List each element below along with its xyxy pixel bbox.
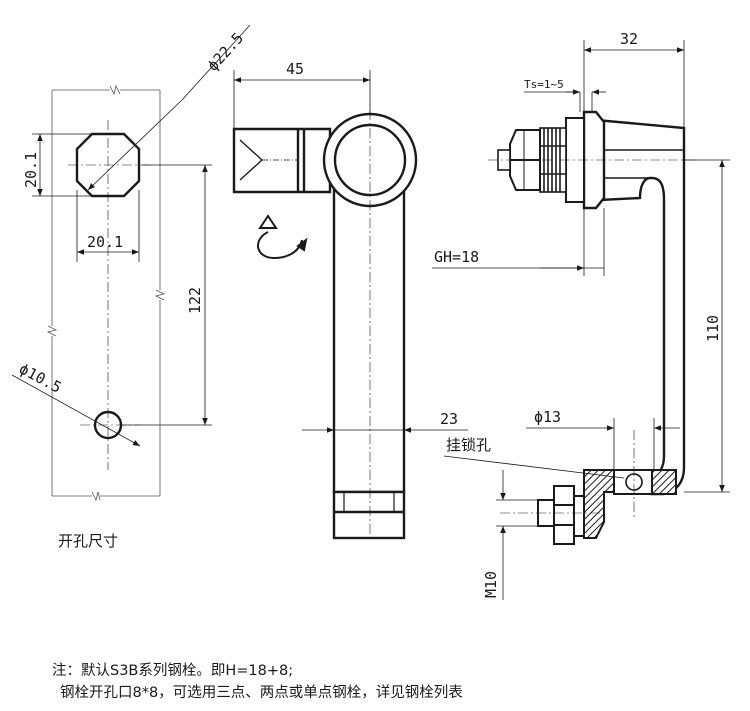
bolt-m10 — [537, 485, 585, 545]
cutout-caption: 开孔尺寸 — [58, 532, 118, 550]
dim-ts: Ts=1~5 — [524, 78, 564, 91]
front-view — [232, 70, 468, 540]
cutout-view — [11, 24, 251, 502]
dim-45-lines — [233, 70, 371, 129]
dim-gh-lines — [432, 208, 605, 276]
dim-dia-22-5: ϕ22.5 — [204, 29, 248, 75]
lock-bracket-end — [651, 469, 677, 495]
lock-head — [232, 127, 332, 194]
dim-110: 110 — [704, 315, 722, 342]
dim-110-lines — [684, 159, 730, 493]
dim-23: 23 — [440, 410, 458, 428]
dim-32: 32 — [620, 30, 638, 48]
dim-h-20-1: 20.1 — [22, 152, 40, 188]
dim-ts-lines — [524, 89, 606, 112]
dim-m10: M10 — [482, 571, 500, 598]
lock-hole-label: 挂锁孔 — [446, 436, 491, 454]
dim-dia-10-5: ϕ10.5 — [16, 360, 64, 397]
panel-strip — [46, 84, 166, 502]
lock-hole-leader — [443, 455, 625, 479]
dim-122-lines — [120, 164, 212, 426]
square-cutout — [75, 132, 141, 198]
dim-45: 45 — [286, 60, 304, 78]
centerlines — [68, 120, 150, 470]
dim-dia-22-5-lines — [87, 24, 251, 191]
dim-dia-13-lines — [526, 418, 680, 470]
dim-w-20-1-lines — [76, 190, 140, 262]
handle-profile — [594, 118, 686, 496]
notes: 注：默认S3B系列钢栓。即H=18+8; 钢栓开孔口8*8，可选用三点、两点或单… — [52, 660, 732, 704]
dim-32-lines — [583, 40, 685, 128]
note-line-1: 注：默认S3B系列钢栓。即H=18+8; — [52, 663, 294, 679]
rotate-arrow-icon — [257, 214, 308, 260]
dim-w-20-1: 20.1 — [87, 233, 123, 251]
dim-m10-lines — [496, 470, 538, 600]
dim-gh: GH=18 — [434, 248, 479, 266]
lock-bracket — [583, 469, 615, 539]
bottom-cap — [332, 490, 406, 540]
dim-dia-10-5-lines — [11, 374, 141, 447]
dim-h-20-1-lines — [32, 133, 92, 197]
dim-122: 122 — [186, 287, 204, 314]
dim-dia-13: ϕ13 — [534, 408, 561, 426]
note-line-2: 钢栓开孔口8*8，可选用三点、两点或单点钢栓，详见钢栓列表 — [60, 685, 463, 701]
side-view — [432, 40, 730, 600]
